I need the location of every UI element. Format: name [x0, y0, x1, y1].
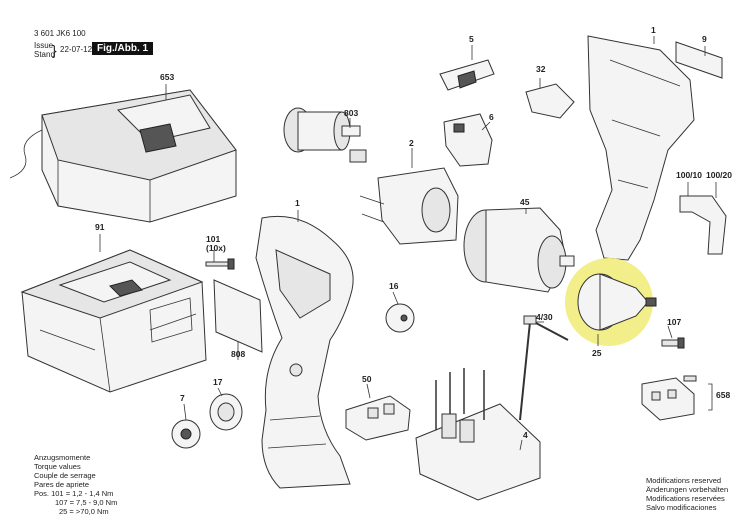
battery-terminal-drawing: [641, 375, 697, 421]
on-off-switch-drawing: [443, 113, 493, 167]
battery-drawing: [20, 249, 207, 393]
cable-drawing: [519, 315, 569, 421]
stator-drawing: [359, 167, 459, 245]
housing-screw-drawing: [205, 258, 235, 270]
doc-number: 3 601 JK6 100: [34, 29, 86, 38]
switch-cap-drawing: [525, 83, 575, 119]
torque-line: 107 = 7,5 - 9,0 Nm: [55, 498, 118, 507]
housing-right-drawing: [587, 35, 695, 261]
torque-line: Anzugsmomente: [34, 453, 91, 462]
modifications-line: Modifications reserved: [646, 476, 722, 485]
armature-drawing: [283, 107, 367, 163]
torque-line: Torque values: [34, 462, 81, 471]
nameplate-drawing: [213, 279, 263, 353]
label-4: 4: [523, 430, 528, 440]
header-brace: }: [52, 42, 57, 58]
belt-clip-drawing: [679, 195, 727, 255]
stand-label: Stand: [34, 50, 55, 59]
keyless-chuck-drawing: [565, 258, 657, 346]
charger-drawing: [9, 89, 237, 223]
modifications-line: Modifications reservées: [646, 494, 725, 503]
label-45: 45: [520, 197, 530, 207]
gear-selector-drawing: [171, 419, 201, 449]
modifications-line: Salvo modificaciones: [646, 503, 717, 512]
battery-latch-drawing: [345, 395, 411, 441]
label-658: 658: [716, 390, 730, 400]
torque-line: Couple de serrage: [34, 471, 96, 480]
label-101-qty: (10x): [206, 243, 226, 253]
label-17: 17: [213, 377, 223, 387]
torque-line: 25 = >70,0 Nm: [59, 507, 109, 516]
issue-date: 22-07-12: [60, 45, 93, 54]
label-101: 101: [206, 234, 220, 244]
housing-left-drawing: [255, 215, 354, 489]
label-32: 32: [536, 64, 546, 74]
label-808: 808: [231, 349, 245, 359]
label-2: 2: [409, 138, 414, 148]
gearbox-drawing: [463, 207, 575, 293]
torque-values: Anzugsmomente Torque values Couple de se…: [34, 453, 117, 516]
slide-switch-drawing: [439, 59, 495, 91]
logo-plate-drawing: [675, 41, 723, 79]
label-653: 653: [160, 72, 174, 82]
label-5: 5: [469, 34, 474, 44]
label-100-10: 100/10: [676, 170, 702, 180]
modifications-line: Änderungen vorbehalten: [646, 485, 729, 494]
torque-line: Pos. 101 = 1,2 - 1,4 Nm: [34, 489, 114, 498]
label-4-30: 4/30: [536, 312, 553, 322]
label-50: 50: [362, 374, 372, 384]
part-labels: 653 91 101 (10x) 808 1 1 803 2 5 6 32 9 …: [95, 25, 732, 440]
leader-lines: [99, 36, 717, 451]
label-100-20: 100/20: [706, 170, 732, 180]
torque-line: Pares de apriete: [34, 480, 90, 489]
torque-ring-drawing: [209, 393, 243, 431]
label-16: 16: [389, 281, 399, 291]
label-9: 9: [702, 34, 707, 44]
label-107: 107: [667, 317, 681, 327]
label-1-left: 1: [295, 198, 300, 208]
modifications-note: Modifications reserved Änderungen vorbeh…: [646, 476, 728, 512]
electronics-drawing: [415, 368, 541, 501]
figure-label: Fig./Abb. 1: [92, 42, 154, 55]
label-803: 803: [344, 108, 358, 118]
label-1-right: 1: [651, 25, 656, 35]
label-91: 91: [95, 222, 105, 232]
issue-label: Issue: [34, 41, 54, 50]
label-7: 7: [180, 393, 185, 403]
led-cover-drawing: [385, 303, 415, 333]
label-25: 25: [592, 348, 602, 358]
chuck-screw-drawing: [661, 337, 685, 349]
label-6: 6: [489, 112, 494, 122]
